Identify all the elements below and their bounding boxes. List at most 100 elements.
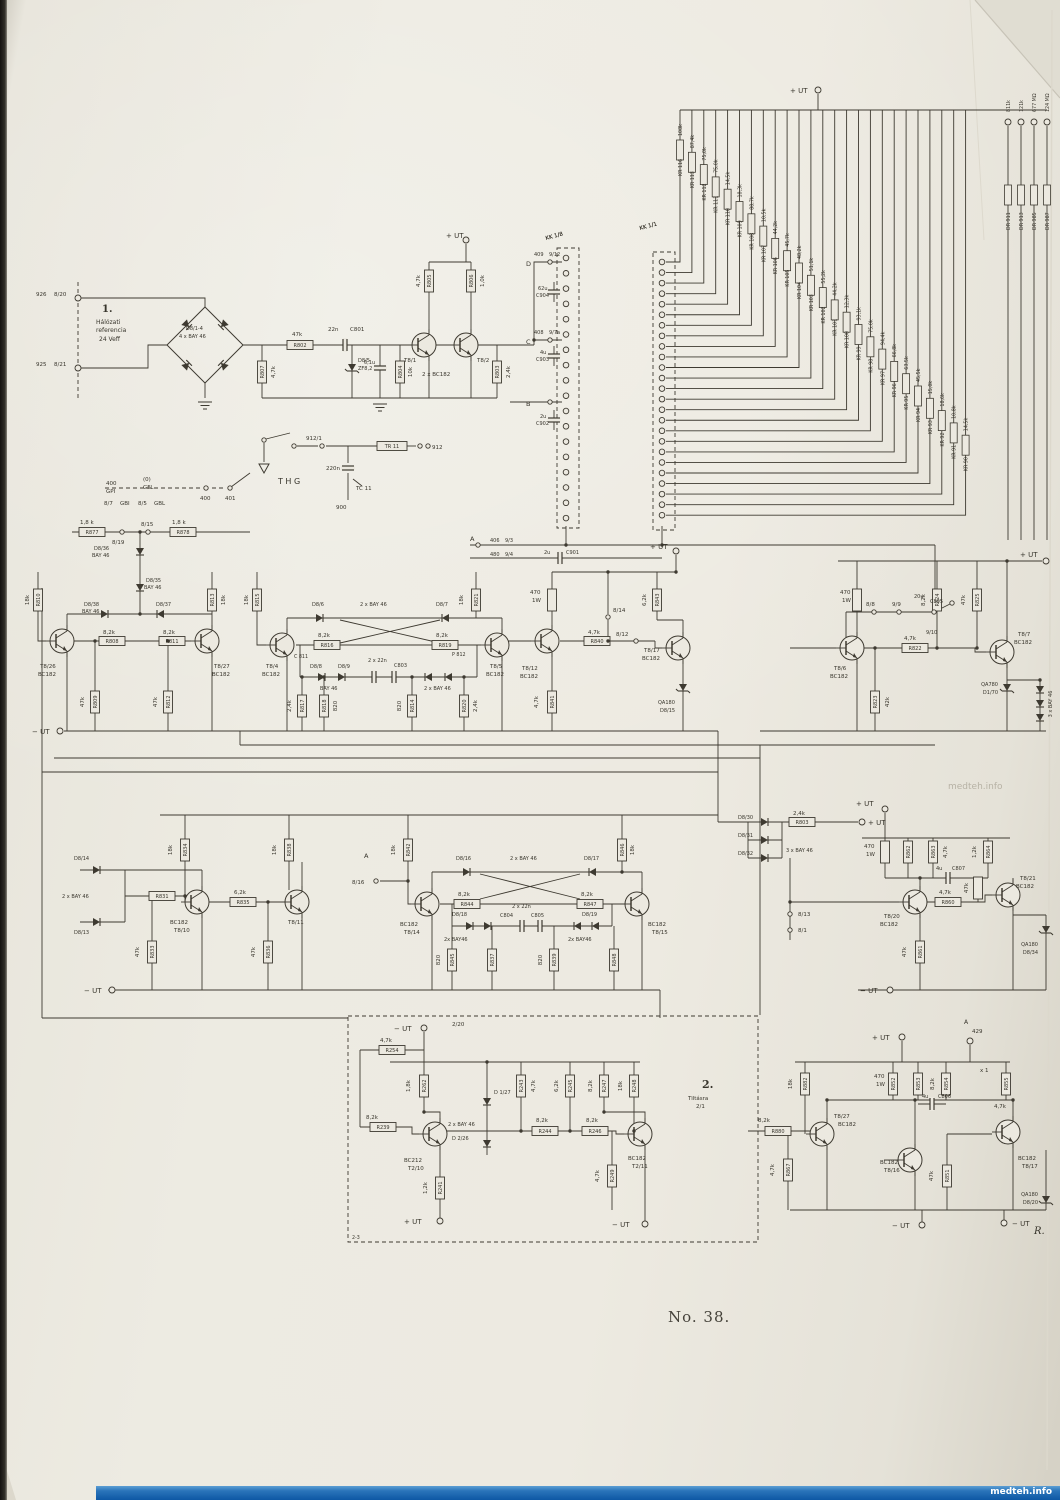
schematic-label: R805 bbox=[427, 274, 433, 287]
schematic-label: 220n bbox=[326, 466, 340, 472]
ladder-ref: KR 106 bbox=[773, 257, 779, 274]
transistor-symbol bbox=[481, 629, 510, 661]
terminal-circle bbox=[373, 878, 379, 884]
wire bbox=[339, 619, 441, 644]
schematic-label: 47k bbox=[902, 946, 908, 957]
schematic-label: R833 bbox=[150, 945, 156, 958]
diode-symbol bbox=[573, 922, 581, 930]
ladder-resistor bbox=[795, 262, 803, 284]
ladder-value: 14,5k bbox=[964, 418, 970, 432]
diode-symbol bbox=[93, 866, 101, 874]
schematic-label: D 1/27 bbox=[494, 1090, 511, 1096]
wire bbox=[666, 110, 800, 368]
schematic-label: R840 bbox=[590, 639, 603, 645]
terminal-circle bbox=[641, 1220, 649, 1228]
transistor-symbol bbox=[191, 625, 220, 657]
junction-dot bbox=[138, 612, 142, 616]
schematic-label: R825 bbox=[975, 593, 981, 606]
ladder-value: 15,0k bbox=[928, 381, 934, 395]
schematic-label: C805 bbox=[930, 599, 943, 605]
ladder-value: 75,0k bbox=[868, 319, 874, 333]
resistor-symbol bbox=[583, 636, 611, 646]
schematic-label: TC 11 bbox=[355, 486, 372, 492]
terminal-circle bbox=[462, 236, 470, 244]
ladder-value: 88,7k bbox=[749, 196, 755, 210]
ladder-value: 44,2k bbox=[773, 221, 779, 235]
ladder-ref: KR 98 bbox=[868, 359, 874, 373]
connector-pin bbox=[658, 501, 666, 508]
schematic-label: R843 bbox=[655, 593, 661, 606]
schematic-label: R241 bbox=[438, 1181, 444, 1194]
resistor-symbol bbox=[207, 588, 217, 612]
schematic-label: R880 bbox=[771, 1129, 784, 1135]
ladder-resistor bbox=[699, 164, 708, 186]
schematic-label: R247 bbox=[602, 1079, 608, 1092]
schematic-label: − UT bbox=[860, 987, 878, 995]
terminal-circle bbox=[871, 609, 877, 615]
schematic-label: 470 bbox=[864, 844, 875, 850]
dr-resistor bbox=[1017, 184, 1025, 206]
schematic-label: 1W bbox=[876, 1082, 885, 1088]
resistor-symbol bbox=[629, 1074, 639, 1098]
schematic-label: BAY 46 bbox=[320, 686, 337, 692]
connector-pin bbox=[562, 407, 570, 415]
schematic-label: QA780 bbox=[981, 682, 998, 688]
ladder-resistor bbox=[949, 422, 958, 444]
wire bbox=[666, 110, 752, 326]
schematic-label: 8/13 bbox=[798, 912, 811, 918]
diode-symbol bbox=[761, 818, 769, 826]
connector-pin bbox=[658, 417, 666, 424]
schematic-label: 4,7k bbox=[904, 636, 917, 642]
resistor-symbol bbox=[431, 640, 459, 650]
connector-pin bbox=[562, 270, 570, 277]
capacitor-symbol bbox=[538, 919, 542, 933]
terminal-circle bbox=[420, 1024, 428, 1032]
transistor-symbol bbox=[986, 636, 1015, 668]
schematic-label: 42k bbox=[885, 696, 891, 707]
connector-pin bbox=[658, 364, 666, 371]
schematic-label: 2x BAY46 bbox=[444, 937, 468, 943]
schematic-label: T8/7 bbox=[1017, 632, 1031, 638]
schematic-label: BC182 bbox=[520, 674, 538, 680]
ladder-resistor bbox=[926, 397, 934, 419]
section-outline bbox=[347, 1015, 759, 1243]
diode-symbol bbox=[588, 868, 596, 876]
ladder-resistor bbox=[890, 360, 899, 382]
schematic-label: − UT bbox=[892, 1222, 910, 1230]
schematic-label: + UT bbox=[790, 87, 808, 95]
schematic-label: R878 bbox=[176, 530, 189, 536]
schematic-label: R867 bbox=[786, 1163, 792, 1176]
junction-dot bbox=[462, 675, 466, 679]
connector-pin bbox=[562, 392, 570, 399]
ladder-value: 75,0k bbox=[714, 159, 720, 173]
schematic-label: C806 bbox=[938, 1094, 951, 1100]
components-layer bbox=[33, 86, 1054, 1229]
ladder-value: 93,1k bbox=[857, 307, 863, 321]
terminal-circle bbox=[547, 259, 553, 265]
resistor-symbol bbox=[459, 694, 469, 718]
connector-pin bbox=[658, 385, 666, 392]
footer-brand: medteh.info bbox=[990, 1487, 1052, 1497]
terminal-circle bbox=[605, 614, 611, 620]
ladder-value: 108k bbox=[678, 124, 684, 136]
transistor-symbol bbox=[992, 1116, 1021, 1148]
schematic-label: R809 bbox=[93, 695, 99, 708]
wiring-layer bbox=[37, 94, 1047, 1243]
schematic-label: 10k bbox=[408, 366, 414, 377]
schematic-label: 8/7 bbox=[104, 501, 113, 507]
transistor-symbol bbox=[899, 886, 928, 918]
wire bbox=[666, 110, 812, 379]
schematic-label: BC182 bbox=[648, 922, 666, 928]
schematic-label: 47k bbox=[80, 696, 86, 707]
ladder-value: 10,8k bbox=[952, 405, 958, 419]
terminal-circle bbox=[227, 485, 233, 491]
ladder-ref: KR 112 bbox=[702, 183, 708, 200]
transistor-symbol bbox=[894, 1144, 923, 1176]
schematic-label: 2u bbox=[540, 414, 546, 420]
ladder-value: 18,3k bbox=[738, 184, 744, 198]
schematic-label: C 811 bbox=[294, 654, 308, 660]
schematic-label: R814 bbox=[410, 699, 416, 712]
resistor-symbol bbox=[903, 840, 913, 864]
junction-dot bbox=[93, 639, 97, 643]
